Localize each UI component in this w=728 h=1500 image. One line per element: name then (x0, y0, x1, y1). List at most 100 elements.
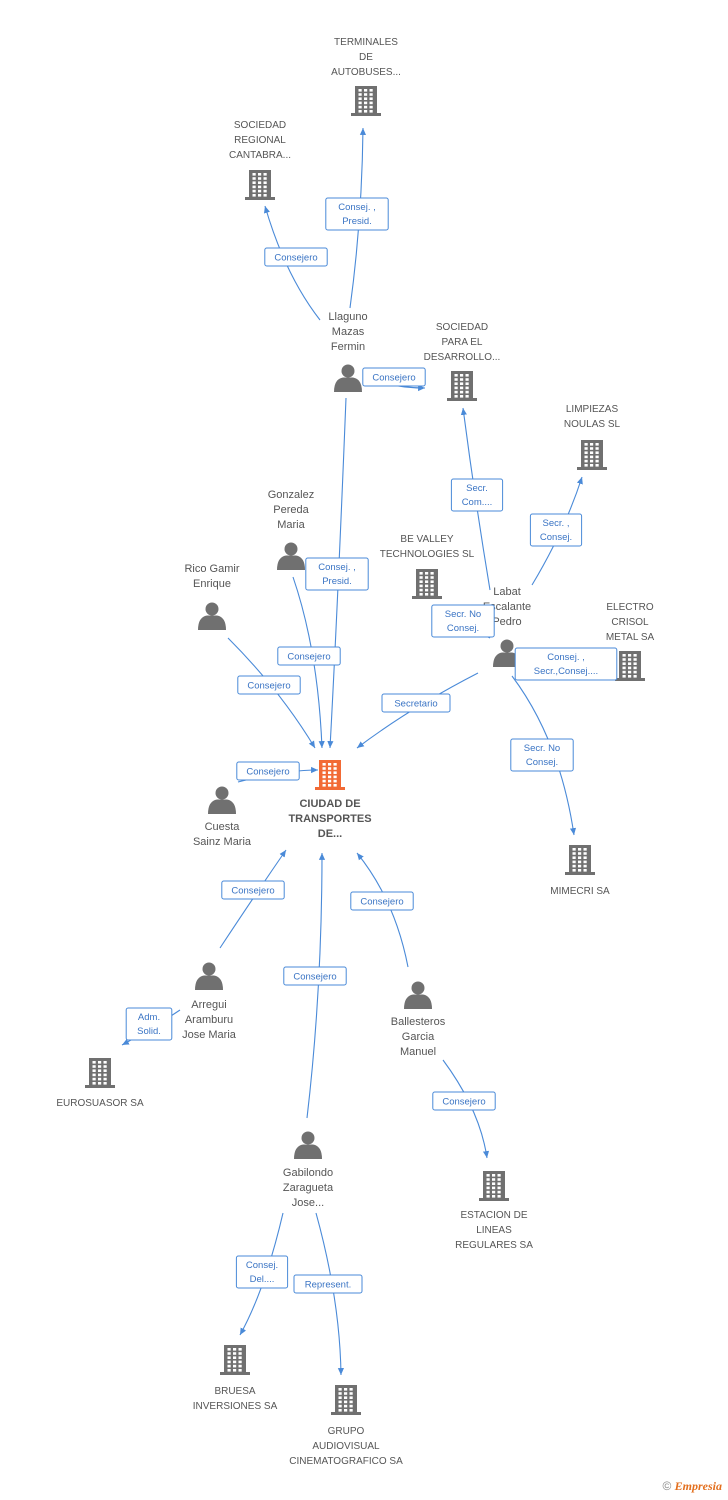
node-label-line: PARA EL (442, 337, 483, 348)
person-icon[interactable] (277, 542, 305, 571)
building-icon[interactable] (412, 569, 442, 599)
node-label-line: TRANSPORTES (288, 813, 371, 825)
person-icon[interactable] (404, 981, 432, 1010)
edge-label-gabilondo-to-bruesa[interactable]: Consej.Del.... (235, 1255, 289, 1289)
node-terminales[interactable]: TERMINALESDEAUTOBUSES... (331, 37, 401, 116)
person-icon[interactable] (198, 602, 226, 631)
edge-label-text: Consejero (287, 652, 330, 663)
building-icon[interactable] (351, 86, 381, 116)
edge-label-llaguno-to-sociedad_desarrollo[interactable]: Consejero (362, 367, 426, 387)
person-icon[interactable] (334, 364, 362, 393)
node-label-line: MIMECRI SA (550, 886, 610, 897)
edge-llaguno-to-sociedad_regional (263, 205, 321, 321)
building-icon[interactable] (447, 371, 477, 401)
building-icon[interactable] (565, 845, 595, 875)
node-label-line: Jose Maria (182, 1029, 237, 1041)
node-label-line: Maria (277, 519, 305, 531)
edge-label-labat-to-main[interactable]: Secretario (381, 693, 451, 713)
node-label-line: Fermin (331, 341, 365, 353)
person-icon[interactable] (493, 639, 521, 668)
node-gabilondo[interactable]: GabilondoZaraguetaJose... (283, 1131, 334, 1210)
edge-label-text: Represent. (305, 1280, 351, 1291)
person-icon[interactable] (294, 1131, 322, 1160)
edge-label-text: Consejero (246, 767, 289, 778)
edge-label-text: Secr. , (543, 518, 570, 529)
node-label-line: CANTABRA... (229, 150, 291, 161)
edge-label-gabilondo-to-grupo[interactable]: Represent. (293, 1274, 363, 1294)
node-label-line: DE (359, 52, 373, 63)
edge-label-text: Del.... (250, 1274, 275, 1285)
person-icon[interactable] (208, 786, 236, 815)
edge-label-arregui-to-eurosuasor[interactable]: Adm.Solid. (125, 1007, 173, 1041)
edge-label-text: Consej. (447, 623, 479, 634)
edge-label-llaguno-to-sociedad_regional[interactable]: Consejero (264, 247, 328, 267)
building-icon[interactable] (85, 1058, 115, 1088)
edge-label-llaguno-to-main[interactable]: Consej. ,Presid. (305, 557, 369, 591)
building-icon[interactable] (331, 1385, 361, 1415)
edge-label-text: Consejero (442, 1097, 485, 1108)
edge-label-text: Consej. (540, 532, 572, 543)
edge-label-ballesteros-to-main[interactable]: Consejero (350, 891, 414, 911)
node-label-line: Zaragueta (283, 1182, 334, 1194)
edge-label-text: Consej. , (338, 202, 376, 213)
node-label-line: Aramburu (185, 1014, 233, 1026)
building-icon[interactable] (577, 440, 607, 470)
copyright-symbol: © (662, 1479, 672, 1493)
node-label-line: AUTOBUSES... (331, 67, 401, 78)
node-label-line: Manuel (400, 1046, 436, 1058)
building-icon[interactable] (479, 1171, 509, 1201)
edge-label-llaguno-to-terminales[interactable]: Consej. ,Presid. (325, 197, 389, 231)
edge-gabilondo-to-grupo (315, 1212, 344, 1376)
node-label-line: AUDIOVISUAL (312, 1441, 380, 1452)
node-label-line: Gonzalez (268, 489, 314, 501)
edge-label-rico-to-main[interactable]: Consejero (237, 675, 301, 695)
building-icon[interactable] (220, 1345, 250, 1375)
edge-label-labat-to-sociedad_desarrollo[interactable]: Secr.Com.... (450, 478, 504, 512)
edge-label-text: Consej. , (547, 652, 585, 663)
person-icon[interactable] (195, 962, 223, 991)
node-label-line: ELECTRO (606, 602, 653, 613)
node-label-line: Rico Gamir (184, 563, 239, 575)
edge-label-gonzalez-to-main[interactable]: Consejero (277, 646, 341, 666)
node-label-line: Cuesta (205, 821, 241, 833)
building-icon[interactable] (615, 651, 645, 681)
edge-label-text: Secretario (394, 699, 437, 710)
node-label-line: ESTACION DE (460, 1210, 527, 1221)
building-icon[interactable] (245, 170, 275, 200)
edge-label-arregui-to-main[interactable]: Consejero (221, 880, 285, 900)
node-mimecri[interactable]: MIMECRI SA (550, 845, 610, 897)
edge-label-cuesta-to-main[interactable]: Consejero (236, 761, 300, 781)
building-icon[interactable] (315, 760, 345, 790)
edge-label-labat-to-electro[interactable]: Consej. ,Secr.,Consej.... (514, 647, 618, 681)
node-eurosuasor[interactable]: EUROSUASOR SA (56, 1058, 144, 1109)
edge-label-text: Consejero (247, 681, 290, 692)
edge-label-text: Com.... (462, 497, 493, 508)
node-label-line: CRISOL (611, 617, 649, 628)
node-main[interactable]: CIUDAD DETRANSPORTESDE... (288, 760, 372, 840)
footer: © Empresia (662, 1479, 722, 1494)
node-label-line: Mazas (332, 326, 365, 338)
brand-logo[interactable]: Empresia (674, 1479, 722, 1493)
edge-label-ballesteros-to-estacion[interactable]: Consejero (432, 1091, 496, 1111)
node-label-line: SOCIEDAD (436, 322, 488, 333)
edge-label-gabilondo-to-main[interactable]: Consejero (283, 966, 347, 986)
edge-label-labat-to-limpiezas[interactable]: Secr. , Consej. (529, 513, 583, 547)
node-sociedad_regional[interactable]: SOCIEDADREGIONALCANTABRA... (229, 120, 291, 200)
